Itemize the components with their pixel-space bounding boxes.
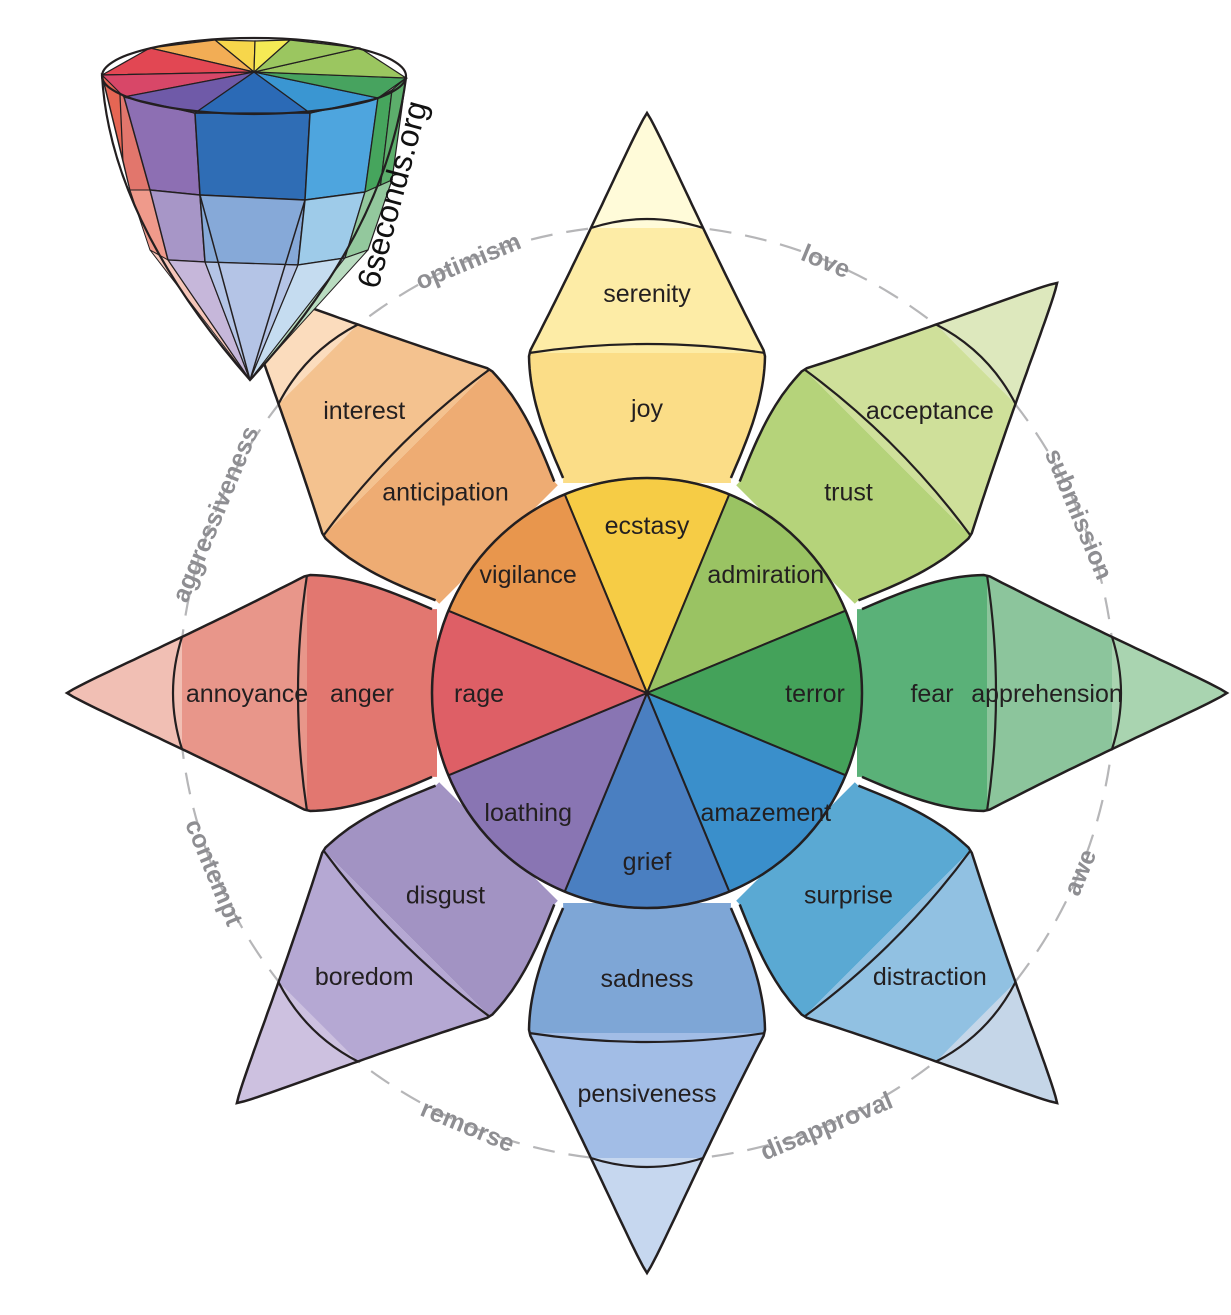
petal-anticipation-outer-band — [278, 324, 490, 536]
label-disgust: disgust — [406, 882, 485, 910]
petal-anger-outer-band — [182, 575, 307, 811]
label-grief: grief — [623, 848, 672, 876]
petal-surprise-middle-band — [736, 782, 971, 1017]
dyad-contempt: contempt — [179, 815, 248, 930]
petal-anger — [64, 573, 437, 813]
petal-disgust-divider-1 — [322, 849, 491, 1018]
label-pensiveness: pensiveness — [578, 1080, 717, 1108]
petal-trust-divider-1 — [803, 368, 972, 537]
petals-layer — [64, 110, 1230, 1276]
label-apprehension: apprehension — [971, 680, 1123, 708]
petal-joy-outer-band — [529, 228, 765, 353]
petal-trust — [736, 281, 1059, 604]
label-vigilance: vigilance — [480, 561, 577, 589]
petal-trust-outline — [738, 281, 1059, 602]
petal-sadness-outline — [527, 907, 767, 1276]
petal-sadness-outer-band — [529, 1033, 765, 1158]
petal-surprise-tip — [936, 982, 1058, 1104]
petal-joy-middle-band — [529, 353, 765, 483]
petal-anticipation — [235, 281, 558, 604]
petal-disgust-middle-band — [323, 782, 558, 1017]
petal-joy-divider-1 — [528, 342, 766, 355]
petal-fear-divider-2 — [1110, 636, 1123, 750]
label-anticipation: anticipation — [382, 479, 508, 507]
label-boredom: boredom — [315, 963, 414, 991]
petal-joy-tip — [590, 113, 704, 228]
dyad-optimism: optimism — [412, 227, 525, 295]
label-joy: joy — [630, 395, 663, 423]
label-sadness: sadness — [600, 965, 693, 993]
petal-fear-outer-band — [987, 575, 1112, 811]
petal-disgust-outer-band — [278, 850, 490, 1062]
label-admiration: admiration — [707, 561, 824, 589]
petal-surprise-divider-1 — [803, 849, 972, 1018]
label-interest: interest — [323, 397, 405, 425]
petal-surprise-outline — [738, 784, 1059, 1105]
petal-fear-outline — [861, 573, 1230, 813]
petal-anger-divider-1 — [296, 574, 309, 812]
dyad-awe: awe — [1058, 845, 1102, 899]
petal-trust-middle-band — [736, 369, 971, 604]
petal-sadness-middle-band — [529, 903, 765, 1033]
petal-sadness-divider-2 — [590, 1156, 704, 1169]
emotion-labels-layer: serenity joy ecstasy acceptance trust admirat… — [186, 280, 1123, 1108]
label-annoyance: annoyance — [186, 680, 308, 708]
label-fear: fear — [910, 680, 953, 708]
petal-anticipation-middle-band — [323, 369, 558, 604]
label-ecstasy: ecstasy — [605, 512, 690, 540]
label-amazement: amazement — [700, 799, 831, 827]
petal-joy — [527, 110, 767, 483]
label-terror: terror — [785, 680, 845, 708]
petal-trust-divider-2 — [935, 323, 1017, 405]
petal-surprise — [736, 782, 1059, 1105]
label-distraction: distraction — [873, 963, 987, 991]
petal-anger-middle-band — [307, 575, 437, 811]
label-rage: rage — [454, 680, 504, 708]
petal-anger-outline — [64, 573, 433, 813]
dyad-submission: submission — [1039, 445, 1118, 584]
label-trust: trust — [824, 479, 873, 507]
petal-sadness-divider-1 — [528, 1031, 766, 1044]
petal-trust-outer-band — [804, 324, 1016, 536]
petal-anger-tip — [67, 636, 182, 750]
petal-fear-middle-band — [857, 575, 987, 811]
petal-fear — [857, 573, 1230, 813]
petal-sadness — [527, 903, 767, 1276]
petal-disgust — [235, 782, 558, 1105]
petal-anticipation-divider-1 — [322, 368, 491, 537]
inner-circle — [430, 476, 864, 910]
dyad-love: love — [797, 239, 854, 284]
petal-fear-tip — [1112, 636, 1227, 750]
petal-trust-tip — [936, 282, 1058, 404]
dyad-remorse: remorse — [417, 1095, 519, 1159]
petal-fear-divider-1 — [985, 574, 998, 812]
petal-anger-divider-2 — [171, 636, 184, 750]
petal-disgust-outline — [235, 784, 556, 1105]
petal-joy-outline — [527, 110, 767, 479]
dyad-disapproval: disapproval — [756, 1087, 896, 1167]
petal-surprise-outer-band — [804, 850, 1016, 1062]
label-serenity: serenity — [603, 280, 691, 308]
inner-circle-layer — [430, 476, 864, 910]
petal-sadness-tip — [590, 1158, 704, 1273]
emotion-cone-icon — [100, 36, 409, 382]
petal-disgust-divider-2 — [277, 981, 359, 1063]
label-surprise: surprise — [804, 882, 893, 910]
petal-disgust-tip — [236, 982, 358, 1104]
petal-surprise-divider-2 — [935, 981, 1017, 1063]
label-anger: anger — [330, 680, 394, 708]
dyad-aggressiveness: aggressiveness — [167, 422, 265, 606]
label-acceptance: acceptance — [866, 397, 994, 425]
petal-anticipation-divider-2 — [277, 323, 359, 405]
label-loathing: loathing — [484, 799, 572, 827]
petal-joy-divider-2 — [590, 217, 704, 230]
